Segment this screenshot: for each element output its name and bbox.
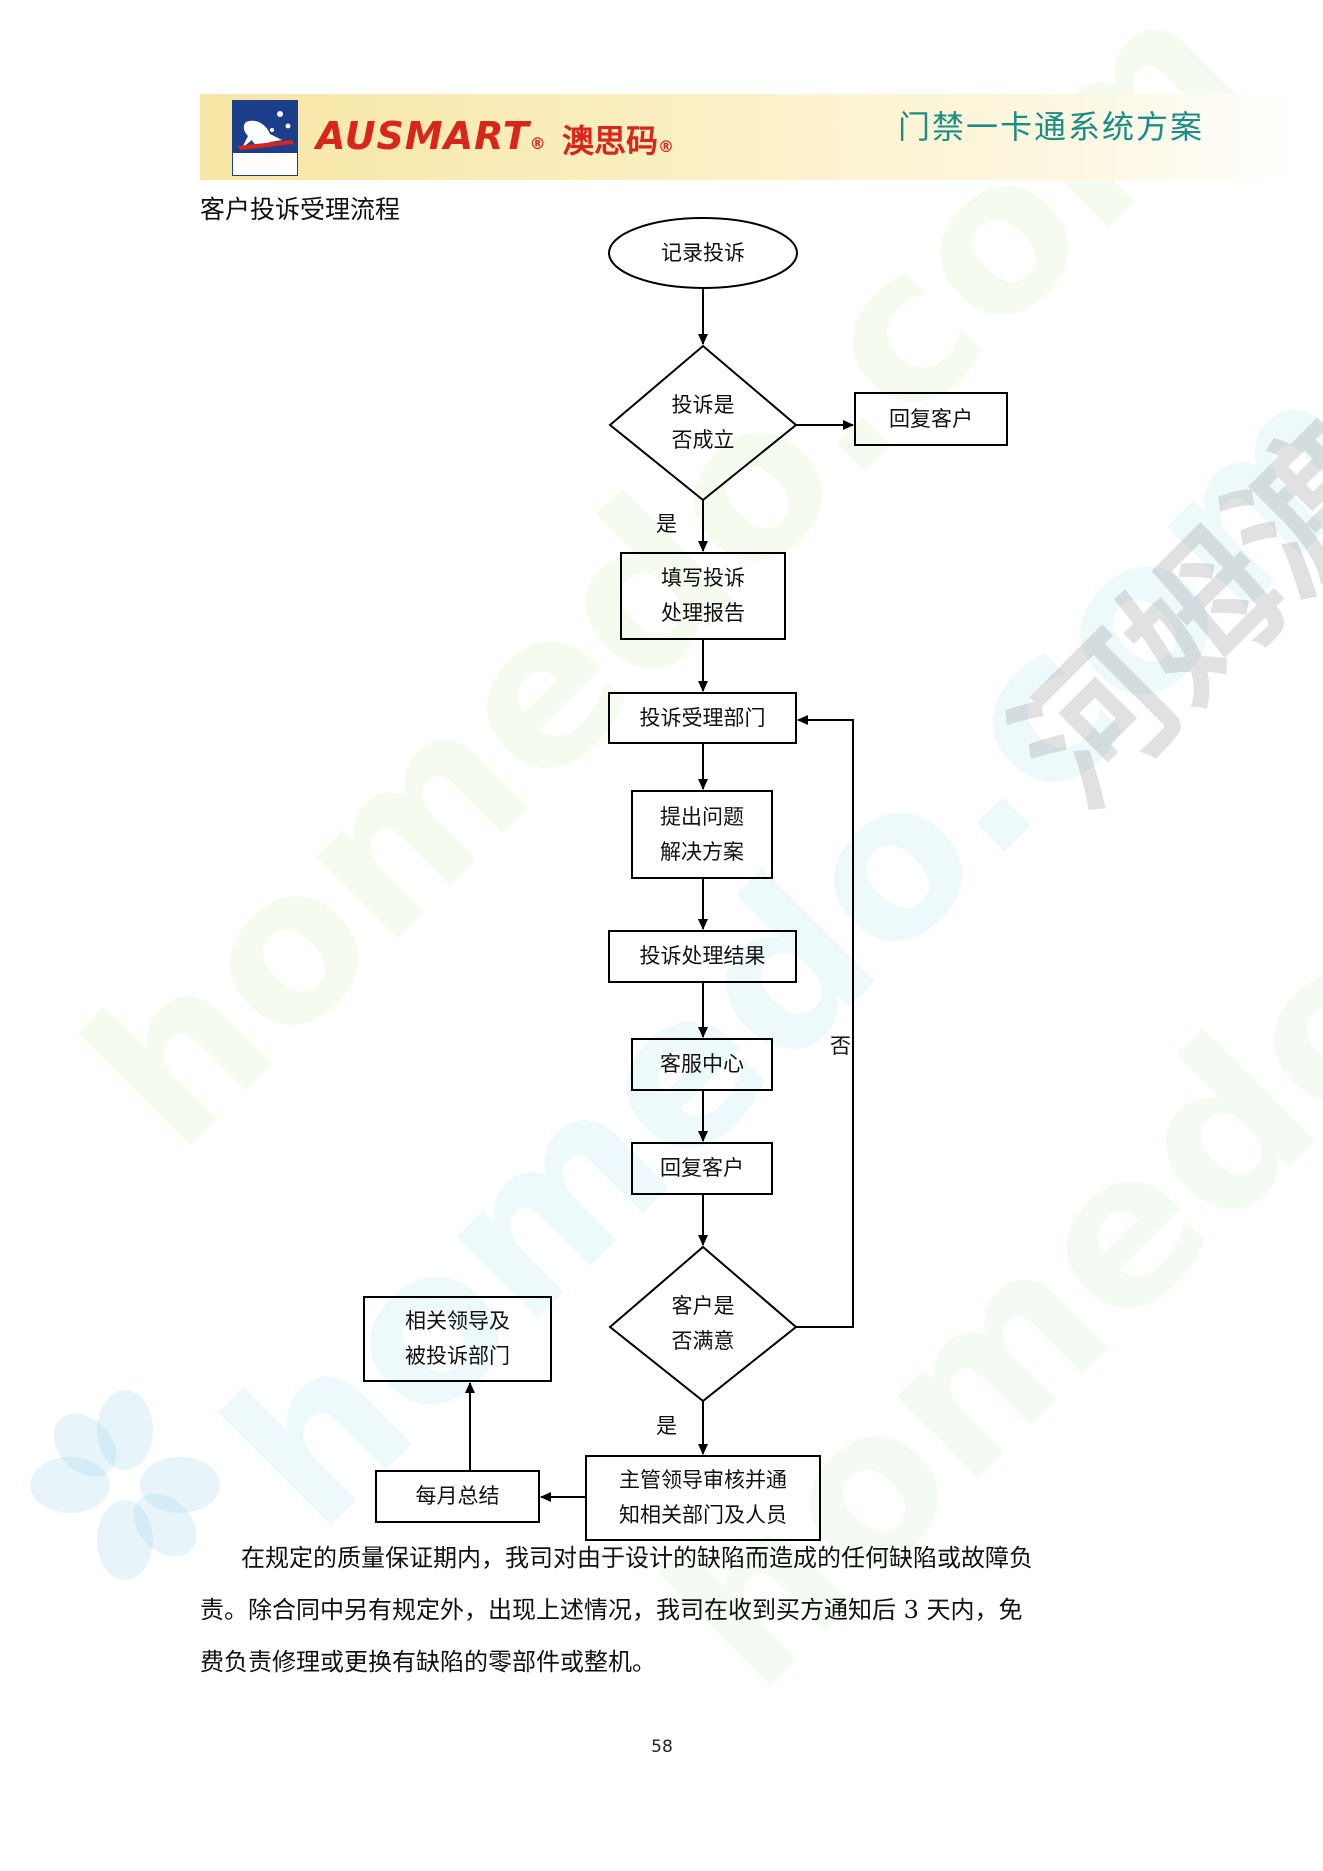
service-node-label: 客服中心 — [660, 1052, 744, 1076]
page-number: 58 — [651, 1737, 673, 1757]
result-node-label: 投诉处理结果 — [639, 944, 766, 968]
header-title: 门禁一卡通系统方案 — [898, 108, 1205, 146]
monthly-node — [375, 1470, 540, 1523]
reply-node-1 — [854, 392, 1008, 446]
page-header — [200, 94, 1300, 180]
edge-satisfied-no-loop — [796, 715, 854, 1328]
leaders-line1: 相关领导及 — [405, 1309, 510, 1333]
report-line1: 填写投诉 — [661, 566, 745, 590]
section-title: 客户投诉受理流程 — [200, 195, 401, 224]
reply-node-1-label: 回复客户 — [889, 407, 973, 431]
supervisor-node-label: 主管领导审核并通 知相关部门及人员 — [586, 1463, 820, 1533]
brand-name-cn: 澳思码® — [562, 122, 675, 160]
edge-label-yes-1: 是 — [656, 512, 677, 536]
supervisor-line1: 主管领导审核并通 — [619, 1468, 787, 1492]
body-paragraph-line2: 责。除合同中另有规定外，出现上述情况，我司在收到买方通知后 3 天内，免 — [200, 1596, 1023, 1624]
satisfied-decision-label: 客户是 否满意 — [640, 1289, 766, 1359]
record-node-label: 记录投诉 — [661, 241, 745, 265]
leaders-node — [363, 1296, 552, 1382]
valid-decision-line2: 否成立 — [671, 428, 735, 452]
leaders-node-label: 相关领导及 被投诉部门 — [364, 1304, 551, 1374]
satisfied-decision-line1: 客户是 — [671, 1294, 735, 1318]
body-paragraph-line1: 在规定的质量保证期内，我司对由于设计的缺陷而造成的任何缺陷或故障负 — [241, 1544, 1033, 1572]
leaders-line2: 被投诉部门 — [405, 1344, 510, 1368]
satisfied-decision-line2: 否满意 — [671, 1329, 735, 1353]
valid-decision-label: 投诉是 否成立 — [640, 388, 766, 458]
dept-node-label: 投诉受理部门 — [639, 706, 766, 730]
supervisor-line2: 知相关部门及人员 — [619, 1503, 787, 1527]
solution-line1: 提出问题 — [660, 805, 744, 829]
brand-name: AUSMART® — [316, 114, 547, 158]
solution-node-label: 提出问题 解决方案 — [632, 800, 772, 870]
valid-decision-line1: 投诉是 — [671, 393, 735, 417]
report-node-label: 填写投诉 处理报告 — [621, 561, 785, 631]
edge-label-no: 否 — [830, 1034, 851, 1058]
solution-line2: 解决方案 — [660, 840, 744, 864]
monthly-node-label: 每月总结 — [415, 1484, 500, 1508]
report-line2: 处理报告 — [661, 601, 745, 625]
edge-label-yes-2: 是 — [656, 1414, 677, 1438]
body-paragraph-line3: 费负责修理或更换有缺陷的零部件或整机。 — [200, 1648, 656, 1676]
reply-node-2-label: 回复客户 — [660, 1156, 744, 1180]
kangaroo-logo-icon — [232, 100, 298, 176]
